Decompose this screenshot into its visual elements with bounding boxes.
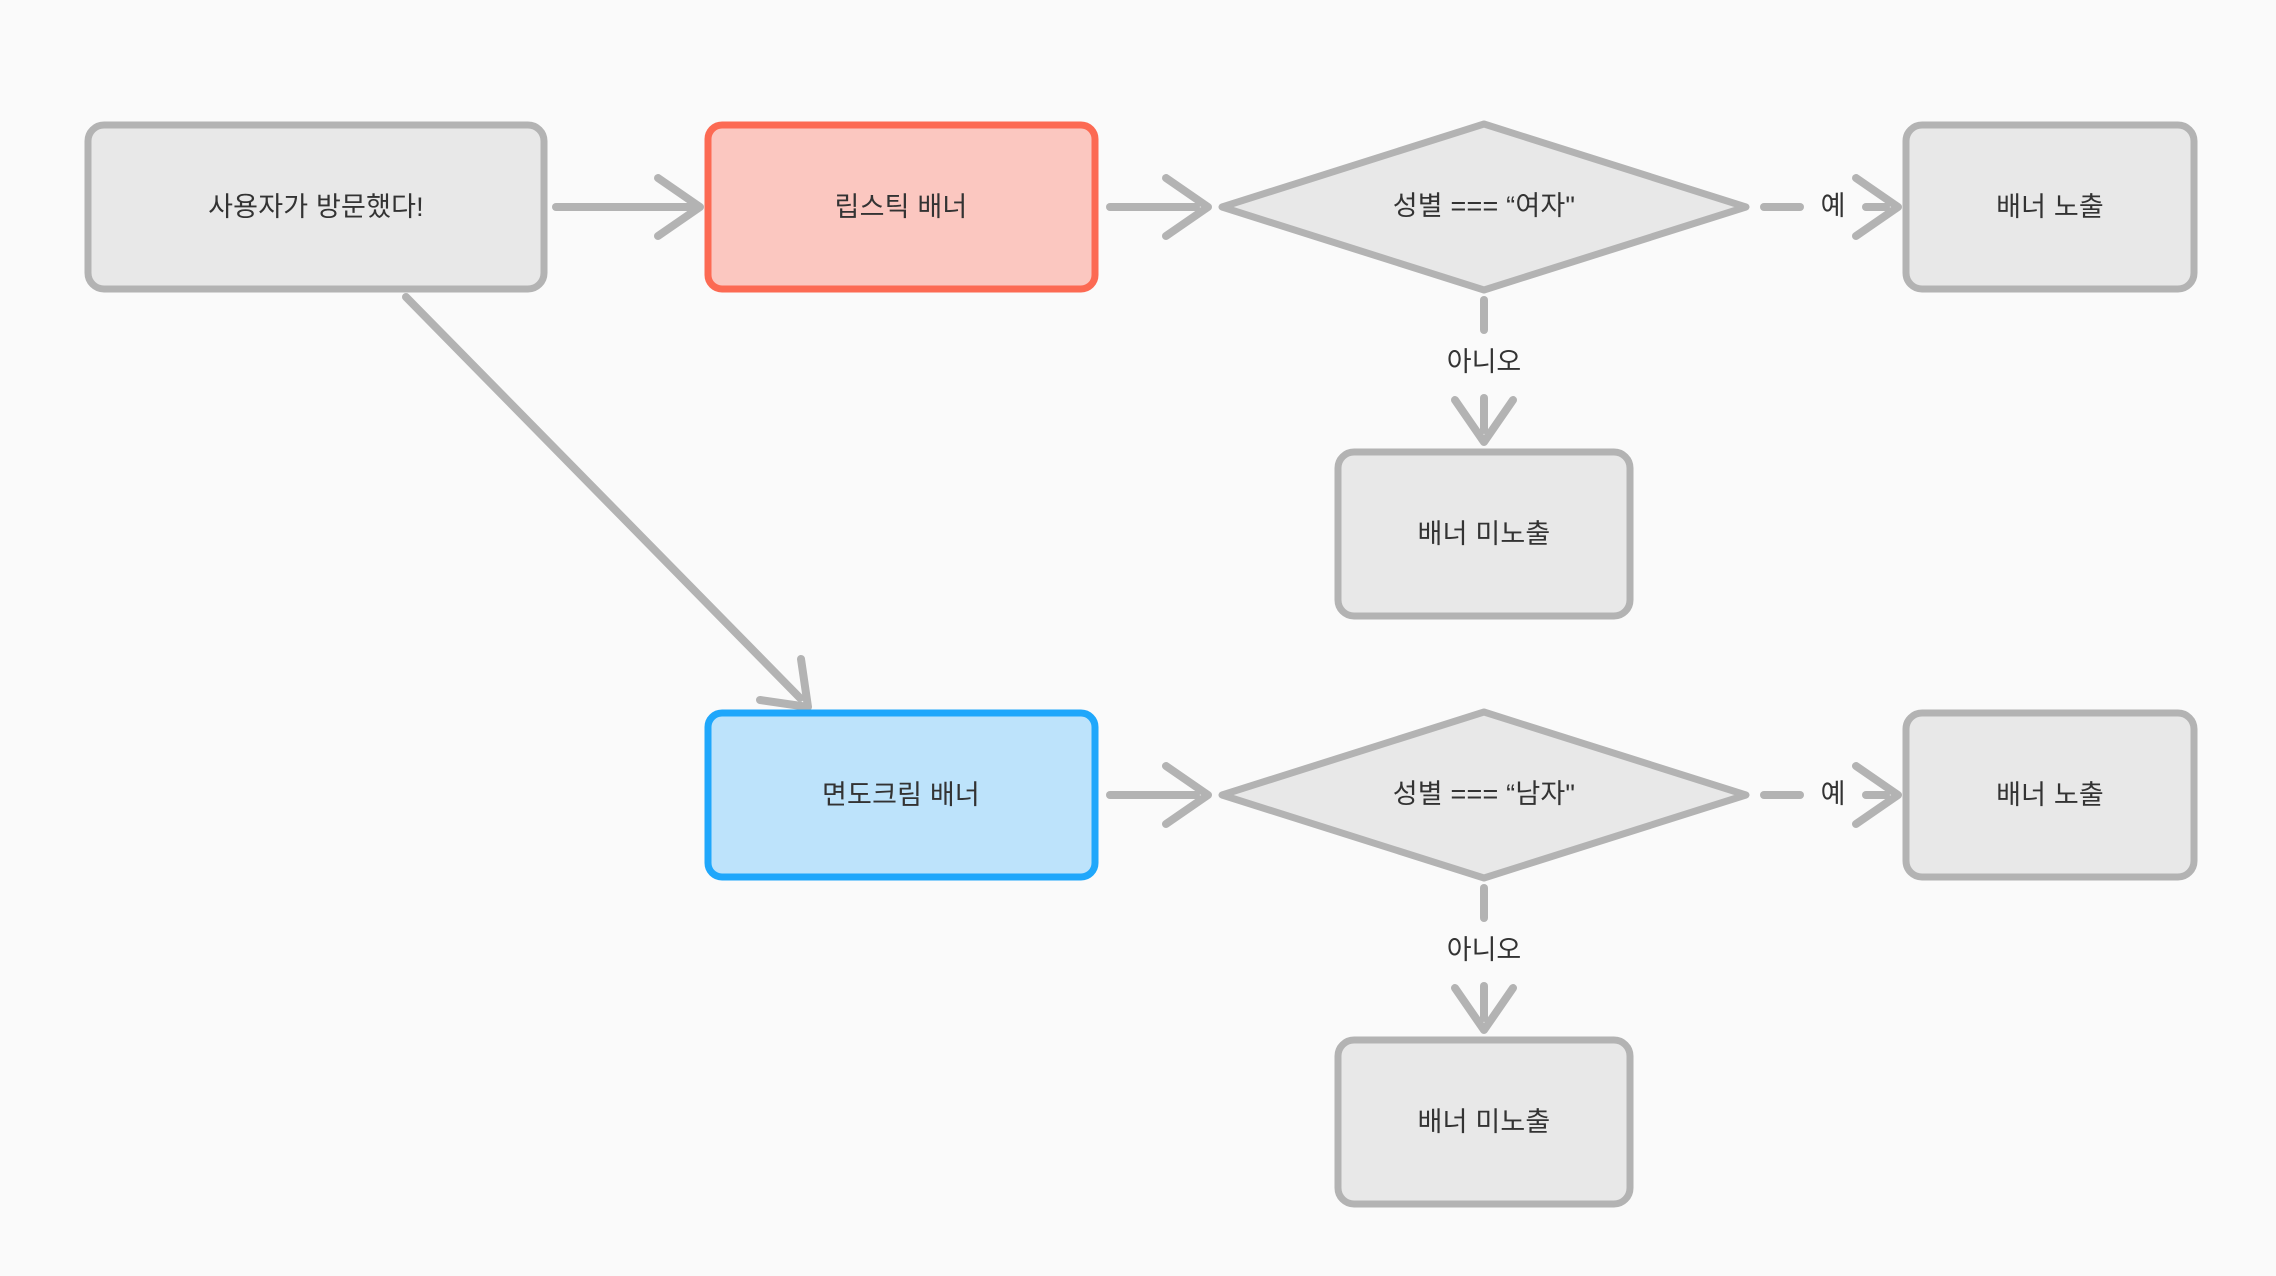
node-label-decision-female: 성별 === “여자" [1393,191,1575,221]
node-show-banner-top[interactable]: 배너 노출 [1902,121,2198,293]
node-hide-banner-top[interactable]: 배너 미노출 [1334,448,1634,620]
edge-label-yes-bottom: 예 [1821,779,1846,809]
node-label-show-banner-bottom: 배너 노출 [1996,780,2104,810]
edge-label-yes-top: 예 [1821,191,1846,221]
edge-male-no: 아니오 [1447,884,1522,1034]
node-label-lipstick-banner: 립스틱 배너 [835,192,968,222]
edge-female-no: 아니오 [1447,296,1522,446]
node-box[interactable] [1902,709,2198,881]
node-label-decision-male: 성별 === “남자" [1393,779,1575,809]
node-label-hide-banner-bottom: 배너 미노출 [1418,1107,1551,1137]
node-label-shavecream-banner: 면도크림 배너 [822,780,980,810]
node-box[interactable] [704,121,1099,293]
node-layer: 사용자가 방문했다! 립스틱 배너 성별 === “여자" 배너 노출 배너 미… [84,120,2198,1208]
arrowhead-icon [1451,396,1517,446]
node-decision-male[interactable]: 성별 === “남자" [1218,708,1750,882]
arrowhead-icon [1162,762,1212,828]
node-decision-female[interactable]: 성별 === “여자" [1218,120,1750,294]
node-label-hide-banner-top: 배너 미노출 [1418,519,1551,549]
node-diamond[interactable] [1218,120,1750,294]
node-box[interactable] [1334,1036,1634,1208]
edge-start-to-shavecream [402,293,812,711]
edge-female-yes: 예 [1760,174,1902,240]
edge-layer: 예 아니오 예 [402,174,1902,1034]
node-diamond[interactable] [1218,708,1750,882]
node-show-banner-bottom[interactable]: 배너 노출 [1902,709,2198,881]
edge-label-no-top: 아니오 [1447,347,1522,377]
node-label-show-banner-top: 배너 노출 [1996,192,2104,222]
edge-line [402,293,804,702]
arrowhead-icon [1451,984,1517,1034]
node-box[interactable] [1334,448,1634,620]
node-label-start: 사용자가 방문했다! [208,192,424,222]
arrowhead-icon [1162,174,1212,240]
node-box[interactable] [1902,121,2198,293]
arrowhead-icon [654,174,704,240]
node-box[interactable] [84,121,548,293]
arrowhead-icon [1852,762,1902,828]
edge-label-no-bottom: 아니오 [1447,935,1522,965]
edge-lipstick-to-decision-female [1106,174,1212,240]
node-shavecream-banner[interactable]: 면도크림 배너 [704,709,1099,881]
node-hide-banner-bottom[interactable]: 배너 미노출 [1334,1036,1634,1208]
node-box[interactable] [704,709,1099,881]
arrowhead-icon [1852,174,1902,240]
edge-start-to-lipstick [552,174,704,240]
arrowhead-icon [756,655,812,711]
node-lipstick-banner[interactable]: 립스틱 배너 [704,121,1099,293]
edge-male-yes: 예 [1760,762,1902,828]
node-start[interactable]: 사용자가 방문했다! [84,121,548,293]
edge-shavecream-to-decision-male [1106,762,1212,828]
